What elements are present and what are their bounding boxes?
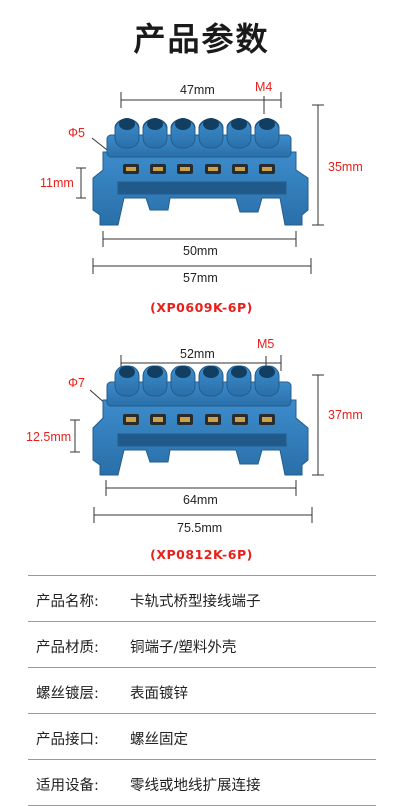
model-label-1: (XP0609K-6P) [150,300,253,315]
page-title: 产品参数 [133,20,270,58]
spec-row: 适用设备: 零线或地线扩展连接 [28,760,376,806]
spec-table: 产品名称: 卡轨式桥型接线端子 产品材质: 铜端子/塑料外壳 螺丝镀层: 表面镀… [28,575,376,806]
height-label-2: 37mm [328,408,363,422]
spec-value: 卡轨式桥型接线端子 [130,594,261,610]
spec-key: 产品名称: [36,594,99,610]
spec-key: 螺丝镀层: [36,686,99,702]
product-diagram-1: 47mm M4 Φ5 11mm 35mm 50mm 57mm (XP0609K-… [0,70,403,320]
spec-key: 产品材质: [36,640,99,656]
phi-label-1: Φ5 [68,126,85,140]
screw-holes-2 [119,366,275,378]
model-label-2: (XP0812K-6P) [150,547,253,562]
spec-value: 零线或地线扩展连接 [130,778,261,794]
spec-value: 螺丝固定 [130,732,188,748]
m-label-2: M5 [257,337,275,351]
spec-value: 铜端子/塑料外壳 [130,640,237,656]
spec-row: 产品材质: 铜端子/塑料外壳 [28,622,376,668]
spec-row: 产品名称: 卡轨式桥型接线端子 [28,575,376,622]
spec-key: 产品接口: [36,732,99,748]
terminal-block-2-drawing [70,355,324,523]
phi-label-2: Φ7 [68,376,85,390]
rail-width-label-2: 64mm [183,493,218,507]
spec-row: 螺丝镀层: 表面镀锌 [28,668,376,714]
total-width-label-1: 57mm [183,271,218,285]
total-width-label-2: 75.5mm [177,521,223,535]
spec-key: 适用设备: [36,778,99,794]
spec-row: 产品接口: 螺丝固定 [28,714,376,760]
m-label-1: M4 [255,80,273,94]
hole-depth-label-2: 12.5mm [26,430,72,444]
rail-width-label-1: 50mm [183,244,218,258]
hole-depth-label-1: 11mm [40,176,74,190]
product-diagram-2: 52mm M5 Φ7 12.5mm 37mm 64mm 75.5mm (XP08… [0,337,403,590]
top-width-label-2: 52mm [180,347,215,361]
top-width-label-1: 47mm [180,83,215,97]
screw-holes-1 [114,118,280,138]
height-label-1: 35mm [328,160,363,174]
spec-value: 表面镀锌 [130,686,188,702]
terminal-block-1-drawing [76,92,324,274]
